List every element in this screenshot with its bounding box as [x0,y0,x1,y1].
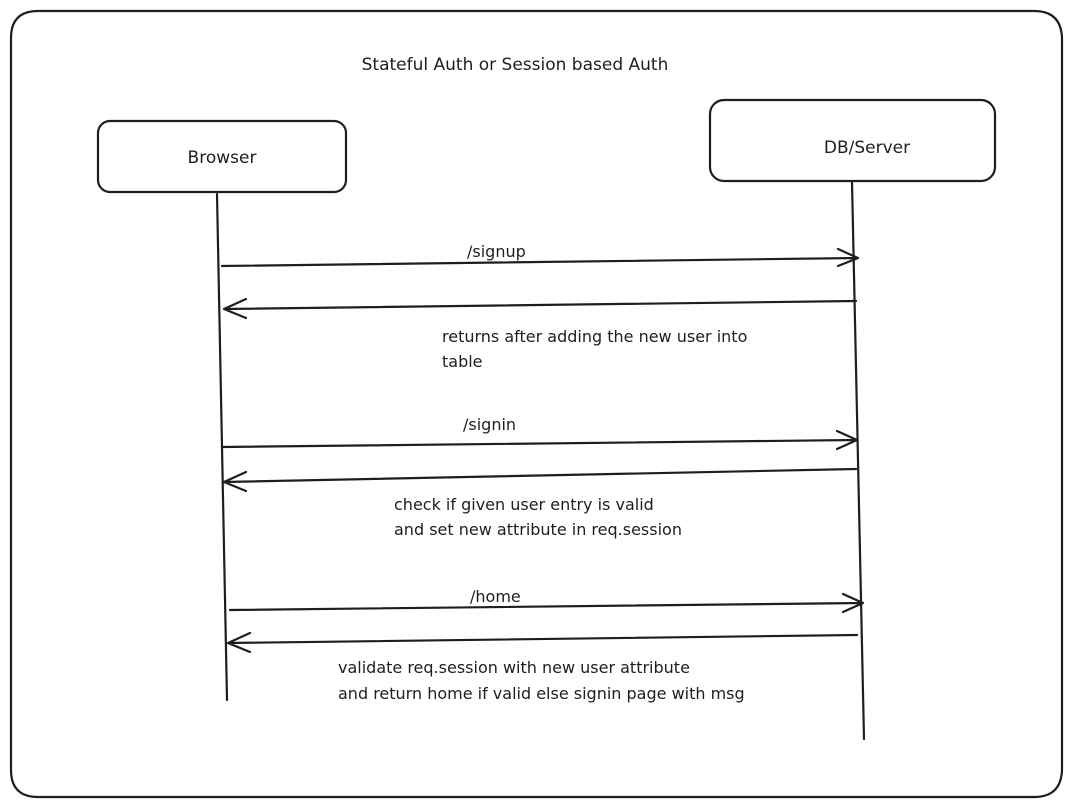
response-note-signin-line1: check if given user entry is valid [394,495,654,514]
request-label-home: /home [470,587,521,606]
response-arrow-signup [222,297,858,320]
lifeline-server [850,180,866,741]
message-signin: /signin check if given user entry is val… [220,415,859,539]
diagram-title: Stateful Auth or Session based Auth [362,55,669,75]
response-arrow-home [226,631,859,654]
actor-browser-label: Browser [188,148,257,168]
response-note-home-line2: and return home if valid else signin pag… [338,684,745,703]
request-arrow-signup [220,247,860,268]
request-label-signup: /signup [467,242,526,261]
actor-server-label: DB/Server [824,138,910,158]
response-note-signup-line2: table [442,352,483,371]
actor-server: DB/Server [708,98,997,183]
response-arrow-signin [222,467,858,493]
response-note-signin-line2: and set new attribute in req.session [394,520,682,539]
response-note-home-line1: validate req.session with new user attri… [338,658,690,677]
actor-browser: Browser [96,119,348,194]
message-home: /home validate req.session with new user… [226,587,865,703]
message-signup: /signup returns after adding the new use… [220,242,860,371]
request-label-signin: /signin [463,415,516,434]
actor-server-box [708,98,997,183]
outer-frame [9,9,1064,799]
request-arrow-signin [220,429,859,451]
response-note-signup-line1: returns after adding the new user into [442,327,747,346]
actor-browser-box [96,119,348,194]
request-arrow-home [228,592,865,614]
